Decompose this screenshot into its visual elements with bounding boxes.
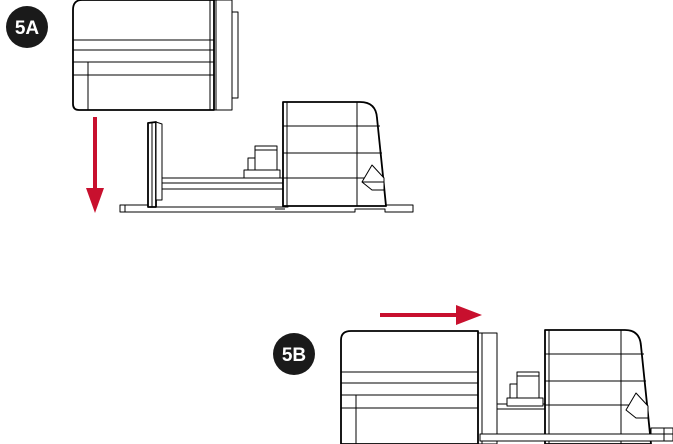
step-5a-badge: 5A [6, 6, 48, 48]
down-arrow [86, 117, 104, 213]
right-arrow-head [456, 305, 482, 325]
badge-circle-5b [273, 333, 315, 375]
step-5a-label: 5A [15, 18, 40, 39]
step-5b-badge: 5B [273, 333, 315, 375]
down-arrow-head [86, 188, 104, 213]
step-5b-label: 5B [282, 345, 306, 366]
badge-circle-5a [6, 6, 48, 48]
base-assembly-5b [340, 329, 673, 444]
right-arrow [380, 305, 482, 325]
step-5a: 5A [6, 0, 414, 213]
base-assembly-5a [119, 101, 414, 213]
cover-lowering [72, 0, 239, 111]
step-5b: 5B [273, 305, 673, 444]
